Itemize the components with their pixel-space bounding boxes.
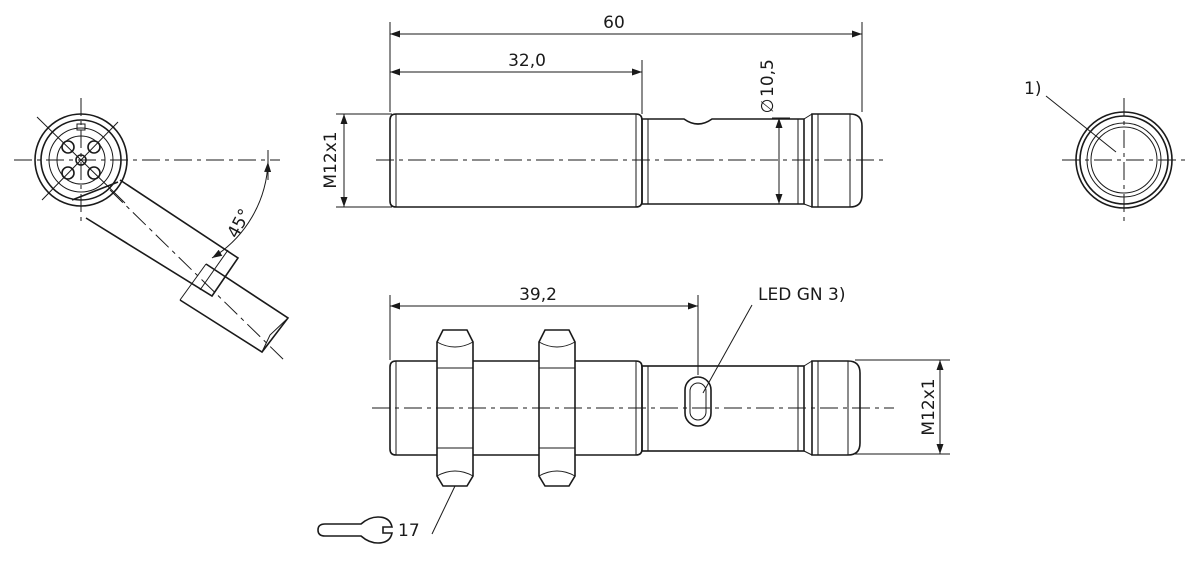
led-window xyxy=(684,376,712,427)
dimension-angle: 45° xyxy=(224,206,256,242)
wrench-icon xyxy=(317,516,393,544)
led-label: LED GN 3) xyxy=(758,285,845,305)
end-view: 1) xyxy=(1024,79,1190,222)
side-view-bottom: 39,2 M12x1 LED GN 3) 17 xyxy=(317,285,950,544)
dimension-thread-bottom: M12x1 xyxy=(919,378,939,435)
side-view-top: 60 32,0 M12x1 ∅ 10,5 xyxy=(321,13,888,208)
diameter-symbol: ∅ xyxy=(758,99,778,114)
wrench-size: 17 xyxy=(398,521,420,541)
dimension-overall-length: 60 xyxy=(603,13,625,33)
connector-angled-view: 45° xyxy=(14,98,290,363)
dimension-thread-top: M12x1 xyxy=(321,131,341,188)
dimension-thread-length: 32,0 xyxy=(508,51,546,71)
dimension-led-position: 39,2 xyxy=(519,285,557,305)
end-view-note: 1) xyxy=(1024,79,1041,99)
connector-pins xyxy=(61,123,101,180)
dimension-diameter: 10,5 xyxy=(758,59,778,97)
